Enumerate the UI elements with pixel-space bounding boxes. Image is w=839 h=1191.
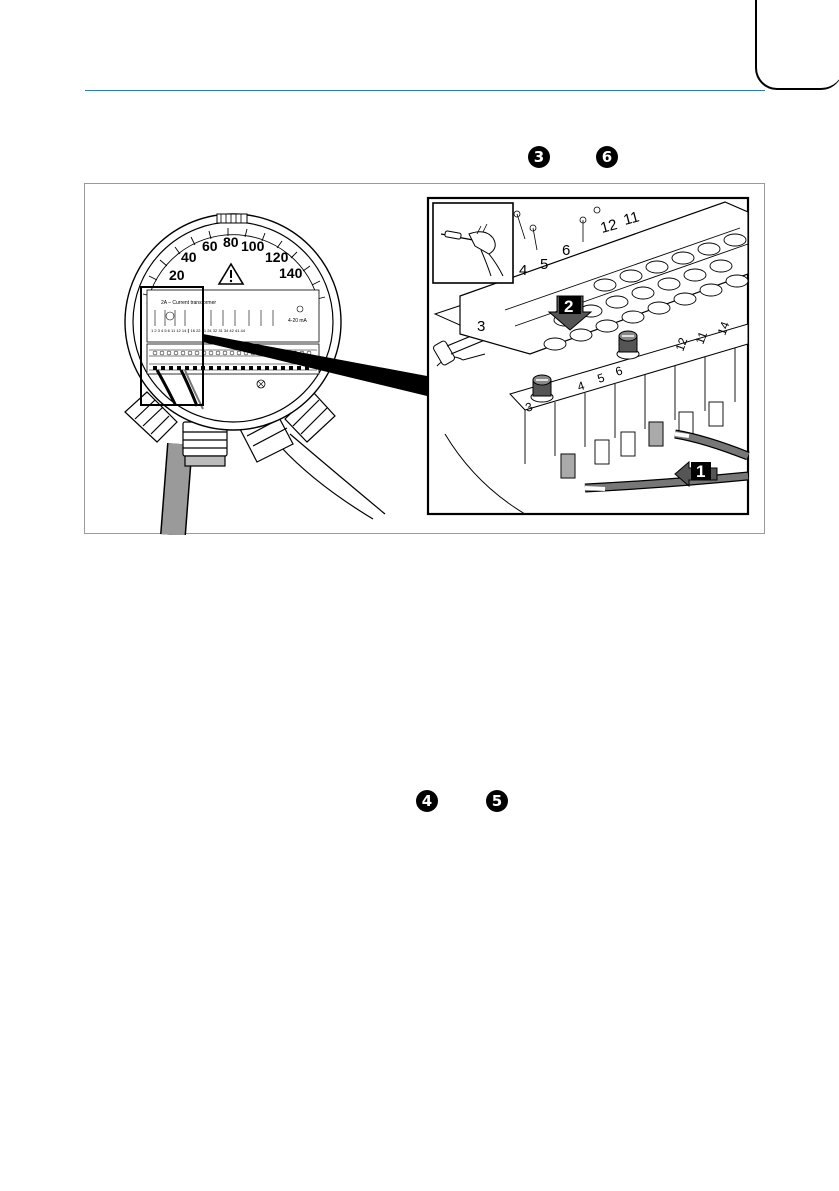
chapter-tab-marker <box>755 0 839 90</box>
step-1-label: 1 <box>696 462 705 481</box>
step-2-label: 2 <box>564 297 573 316</box>
scale-label: 80 <box>223 234 239 250</box>
panel-ma-label: 4-20 mA <box>288 318 308 324</box>
wiring-figure: 20 40 60 80 100 120 140 2A – Current tra… <box>84 183 765 534</box>
panel-terminal-row: 1 2 3 4 5 6 11 12 14 ∥ 16 22 21 24 32 31… <box>151 328 246 333</box>
screwdriver-hand-icon <box>433 203 513 283</box>
scale-label: 40 <box>181 249 197 265</box>
device-overview: 20 40 60 80 100 120 140 2A – Current tra… <box>125 214 427 535</box>
step-4-icon: 4 <box>416 790 438 812</box>
scale-label: 140 <box>279 265 303 281</box>
scale-label: 60 <box>202 238 218 254</box>
scale-label: 120 <box>265 249 289 265</box>
terminal-number: 5 <box>540 256 548 273</box>
step-3-icon: 3 <box>528 146 550 168</box>
back-label: 3 <box>477 318 485 335</box>
panel-title: 2A – Current transformer <box>161 300 216 306</box>
scale-label: 20 <box>169 267 185 283</box>
header-rule <box>85 90 765 91</box>
terminal-number: 6 <box>562 242 570 259</box>
step-5-icon: 5 <box>486 790 508 812</box>
step-6-icon: 6 <box>596 146 618 168</box>
wiring-illustration: 20 40 60 80 100 120 140 2A – Current tra… <box>85 184 766 535</box>
terminal-detail: 4 5 6 12 11 3 4 5 6 12 11 14 3 <box>428 198 748 514</box>
terminal-number: 4 <box>519 262 527 279</box>
scale-label: 100 <box>241 238 265 254</box>
